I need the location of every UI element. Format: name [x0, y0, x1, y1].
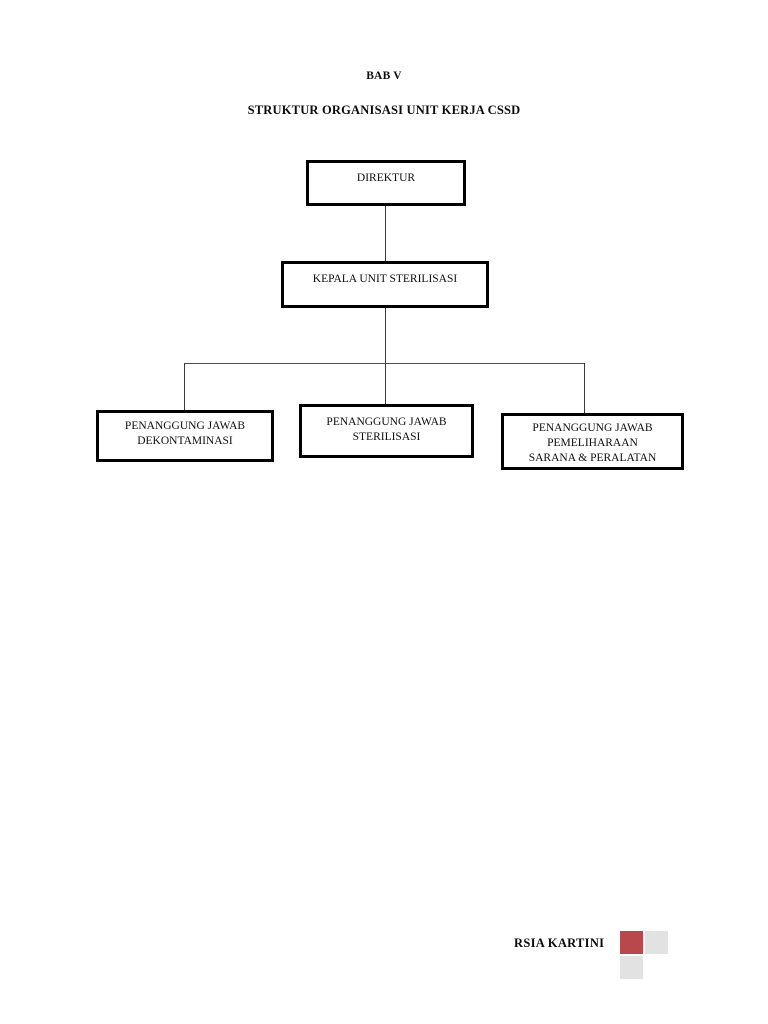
logo-square-bottom-left [620, 956, 644, 979]
org-node-label: PENANGGUNG JAWAB DEKONTAMINASI [124, 420, 246, 448]
connector-drop-sterilisasi [385, 363, 386, 404]
logo-square-red [620, 931, 644, 954]
org-node-penanggung-jawab-pemeliharaan: PENANGGUNG JAWAB PEMELIHARAAN SARANA & P… [501, 413, 684, 470]
org-node-label: DIREKTUR [356, 172, 416, 184]
connector-horizontal-bus [184, 363, 585, 364]
org-node-label: KEPALA UNIT STERILISASI [312, 273, 458, 285]
org-node-label: PENANGGUNG JAWAB STERILISASI [326, 416, 447, 444]
brand-name: RSIA KARTINI [514, 936, 605, 950]
org-node-direktur: DIREKTUR [306, 160, 466, 206]
logo-square-top-right [645, 931, 669, 954]
connector-drop-dekontaminasi [184, 363, 185, 410]
page-title: STRUKTUR ORGANISASI UNIT KERJA CSSD [247, 103, 521, 117]
org-node-kepala-unit-sterilisasi: KEPALA UNIT STERILISASI [281, 261, 489, 308]
connector-direktur-to-kepala [385, 206, 386, 261]
connector-kepala-to-bus [385, 308, 386, 363]
chapter-title: BAB V [366, 70, 402, 82]
org-node-label: PENANGGUNG JAWAB PEMELIHARAAN SARANA & P… [528, 422, 657, 465]
org-node-penanggung-jawab-dekontaminasi: PENANGGUNG JAWAB DEKONTAMINASI [96, 410, 274, 462]
footer-brand: RSIA KARTINI [514, 931, 669, 979]
brand-logo-icon [620, 931, 669, 979]
org-node-penanggung-jawab-sterilisasi: PENANGGUNG JAWAB STERILISASI [299, 404, 474, 458]
connector-drop-pemeliharaan [584, 363, 585, 413]
